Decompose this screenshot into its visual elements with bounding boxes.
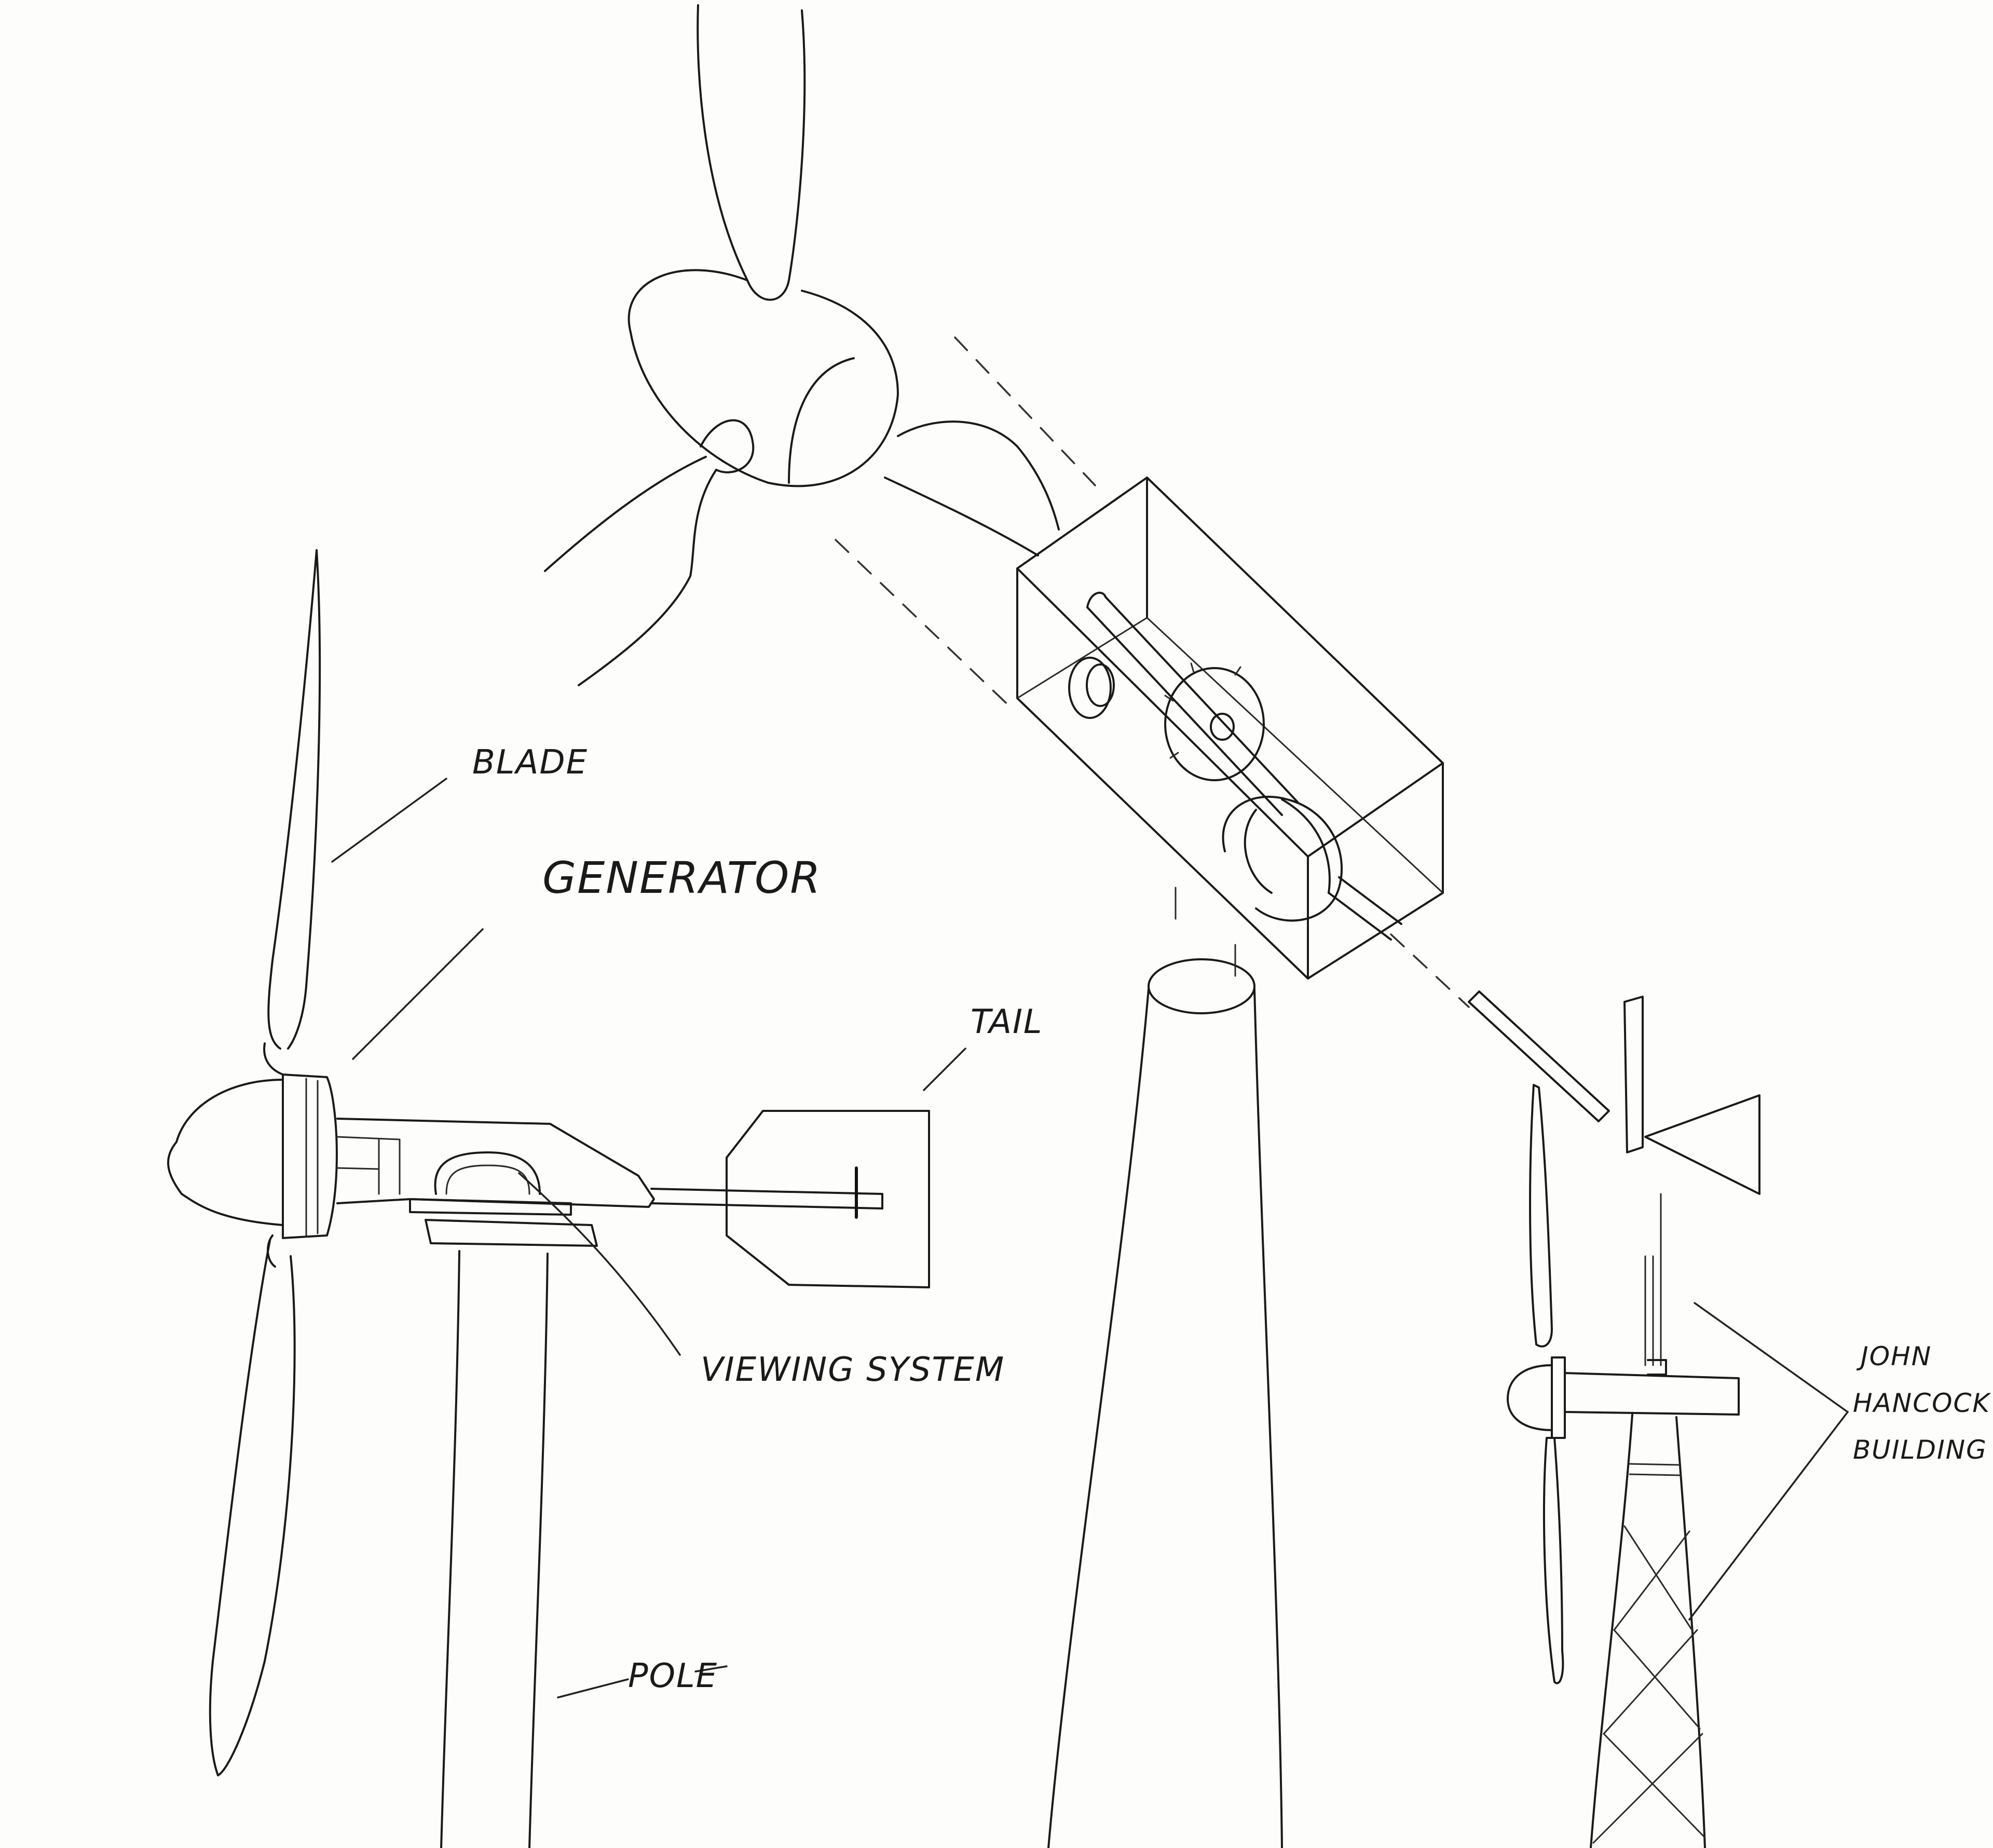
exploded-tail-vane [1468, 990, 1760, 1195]
john-hancock-label-line3: BUILDING [1853, 1435, 1987, 1465]
viewing-system-label: VIEWING SYSTEM [701, 1351, 1005, 1389]
blade-label: BLADE [472, 743, 588, 782]
main-turbine [167, 549, 930, 1848]
john-hancock-label-line2: HANCOCK [1853, 1388, 1991, 1418]
center-tower [1047, 887, 1283, 1848]
pole-label: POLE [628, 1657, 718, 1695]
exploded-rotor-hub [544, 4, 1470, 1008]
john-hancock-leader-line [1688, 1302, 1849, 1621]
tail-leader-line [923, 1048, 966, 1091]
blade-leader-line [331, 778, 447, 863]
viewing-system-leader-line [518, 1172, 681, 1356]
generator-leader-line [352, 928, 484, 1060]
generator-label: GENERATOR [542, 852, 822, 903]
lattice-tower-turbine [1507, 1084, 1740, 1848]
tail-label: TAIL [971, 1003, 1043, 1041]
pole-leader-line [557, 1665, 728, 1698]
gearbox-nacelle-box [1016, 477, 1444, 980]
john-hancock-label-line1: JOHN [1856, 1341, 1932, 1371]
